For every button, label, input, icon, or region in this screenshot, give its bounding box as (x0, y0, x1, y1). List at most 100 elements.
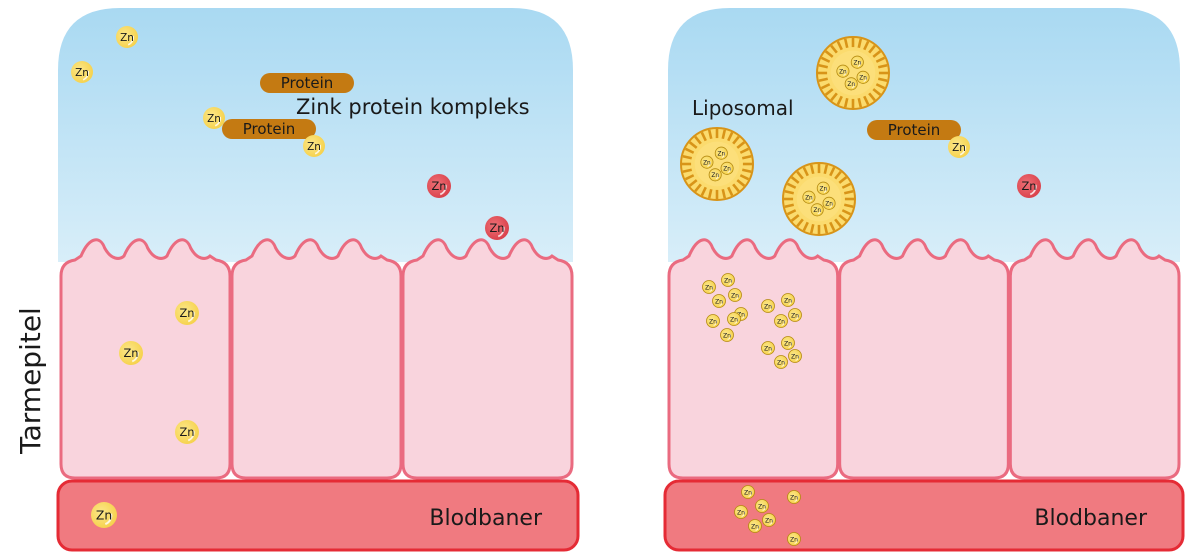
encapsulated-zinc-ion: Zn (700, 155, 714, 169)
bound-zinc-ion: Zn (948, 136, 970, 158)
protein-molecule: Protein (222, 119, 316, 139)
zinc-symbol: Zn (709, 318, 717, 325)
zinc-symbol: Zn (758, 503, 766, 510)
zinc-symbol: Zn (731, 292, 739, 299)
zinc-symbol: Zn (737, 509, 745, 516)
unabsorbed-zinc-ion: Zn (485, 216, 509, 240)
bound-zinc-ion: Zn (203, 107, 225, 129)
encapsulated-zinc-ion: Zn (708, 168, 722, 182)
epithelial-cell (230, 238, 403, 480)
epithelium-left (59, 238, 574, 480)
zinc-symbol: Zn (764, 345, 772, 352)
zinc-symbol: Zn (790, 494, 798, 501)
zinc-symbol: Zn (489, 221, 504, 235)
zinc-symbol: Zn (1021, 179, 1036, 193)
zinc-symbol: Zn (765, 517, 773, 524)
panel-left: Blodbaner Zink protein kompleks ZnZnProt… (56, 8, 580, 552)
zinc-symbol: Zn (307, 141, 321, 153)
blood-vessel-left (56, 479, 580, 552)
zinc-symbol: Zn (744, 489, 752, 496)
absorbed-zinc-ion: Zn (781, 293, 795, 307)
unabsorbed-zinc-ion: Zn (427, 174, 451, 198)
free-zinc-ion: Zn (116, 26, 138, 48)
zinc-symbol: Zn (723, 332, 731, 339)
absorbed-zinc-ion: Zn (712, 294, 726, 308)
epithelial-cell (59, 238, 232, 480)
encapsulated-zinc-ion: Zn (822, 196, 836, 210)
encapsulated-zinc-ion: Zn (720, 161, 734, 175)
zinc-symbol: Zn (952, 142, 966, 154)
zinc-symbol: Zn (737, 311, 745, 318)
zinc-symbol: Zn (791, 312, 799, 319)
protein-label: Protein (888, 121, 941, 139)
zinc-symbol: Zn (813, 208, 821, 214)
encapsulated-zinc-ion: Zn (844, 77, 858, 91)
zinc-symbol: Zn (703, 160, 711, 166)
zinc-symbol: Zn (120, 32, 134, 44)
encapsulated-zinc-ion: Zn (810, 203, 824, 217)
zinc-symbol: Zn (853, 60, 861, 66)
absorbed-zinc-ion: Zn (774, 314, 788, 328)
epithelial-cell (838, 238, 1010, 480)
zinc-symbol: Zn (839, 69, 847, 75)
zinc-symbol: Zn (777, 359, 785, 366)
panel-title-right: Liposomal (692, 96, 794, 120)
absorbed-zinc-ion: Zn (761, 299, 775, 313)
zinc-symbol: Zn (825, 201, 833, 207)
encapsulated-zinc-ion: Zn (856, 70, 870, 84)
blood-zinc-ion: Zn (741, 485, 755, 499)
zinc-symbol: Zn (207, 113, 221, 125)
zinc-symbol: Zn (431, 179, 446, 193)
encapsulated-zinc-ion: Zn (802, 190, 816, 204)
free-zinc-ion: Zn (71, 61, 93, 83)
absorbed-zinc-ion: Zn (721, 273, 735, 287)
epithelium-right (667, 238, 1181, 480)
protein-label: Protein (243, 120, 296, 138)
zinc-symbol: Zn (805, 195, 813, 201)
blood-zinc-ion: Zn (787, 490, 801, 504)
panel-title-left: Zink protein kompleks (296, 95, 530, 119)
absorbed-zinc-ion: Zn (727, 312, 741, 326)
epithelial-cell (401, 238, 574, 480)
zinc-symbol: Zn (791, 353, 799, 360)
absorbed-zinc-ion: Zn (781, 336, 795, 350)
absorbed-zinc-ion: Zn (728, 288, 742, 302)
absorbed-zinc-ion: Zn (119, 341, 143, 365)
zinc-symbol: Zn (711, 173, 719, 179)
zinc-symbol: Zn (715, 298, 723, 305)
zinc-symbol: Zn (784, 297, 792, 304)
protein-molecule: Protein (867, 120, 961, 140)
zinc-symbol: Zn (123, 346, 138, 360)
epithelium-side-label-text: Tarmepitel (13, 306, 47, 454)
absorbed-zinc-ion: Zn (788, 308, 802, 322)
panel-right: Blodbaner Liposomal ZnZnZnZnZnZnZnZnZnZn… (663, 8, 1185, 552)
zinc-symbol: Zn (723, 166, 731, 172)
zinc-symbol: Zn (784, 340, 792, 347)
zinc-symbol: Zn (717, 151, 725, 157)
absorbed-zinc-ion: Zn (761, 341, 775, 355)
epithelial-cell (667, 238, 840, 480)
zinc-symbol: Zn (847, 82, 855, 88)
blood-zinc-ion: Zn (748, 519, 762, 533)
zinc-symbol: Zn (96, 509, 112, 523)
absorbed-zinc-ion: Zn (175, 301, 199, 325)
zinc-symbol: Zn (751, 523, 759, 530)
absorbed-zinc-ion: Zn (702, 280, 716, 294)
blood-zinc-ion: Zn (762, 513, 776, 527)
lumen-left (58, 8, 573, 262)
absorbed-zinc-ion: Zn (706, 314, 720, 328)
zinc-symbol: Zn (859, 75, 867, 81)
blood-zinc-ion: Zn (787, 532, 801, 546)
zinc-symbol: Zn (724, 277, 732, 284)
absorbed-zinc-ion: Zn (175, 420, 199, 444)
epithelial-cell (1008, 238, 1181, 480)
blood-zinc-ion: Zn (91, 502, 117, 528)
blood-label-left: Blodbaner (429, 506, 543, 531)
encapsulated-zinc-ion: Zn (714, 146, 728, 160)
blood-zinc-ion: Zn (734, 505, 748, 519)
encapsulated-zinc-ion: Zn (836, 64, 850, 78)
